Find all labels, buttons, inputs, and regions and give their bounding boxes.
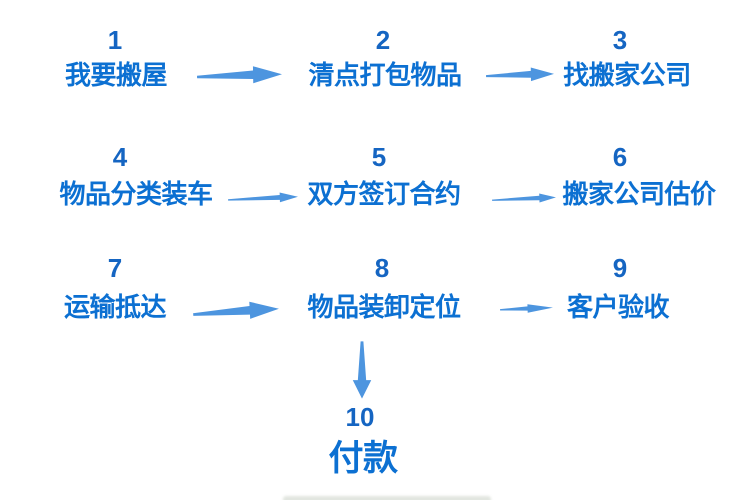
step-5-number: 5 [371,142,387,172]
step-9-label: 客户验收 [566,292,670,322]
arrow-right-icon [193,301,279,319]
step-2-number: 2 [375,25,391,55]
step-4-number: 4 [112,142,128,172]
step-5-label: 双方签订合约 [307,179,461,209]
arrow-right-icon [500,304,553,313]
step-9-number: 9 [612,253,628,283]
step-8-label: 物品装卸定位 [307,292,461,322]
arrow-right-icon [197,66,282,84]
step-6-label: 搬家公司估价 [562,179,716,209]
step-7-number: 7 [107,253,123,283]
step-2-label: 清点打包物品 [308,60,462,90]
arrow-down-icon [352,341,372,399]
arrow-right-icon [486,67,554,82]
arrow-right-icon [492,193,556,203]
step-8-number: 8 [374,253,390,283]
step-4-label: 物品分类装车 [59,179,213,209]
arrow-right-icon [228,192,298,203]
bottom-cutoff-element [283,496,491,500]
step-10-number: 10 [345,402,375,432]
step-1-label: 我要搬屋 [64,60,168,90]
step-7-label: 运输抵达 [63,292,167,322]
step-6-number: 6 [612,142,628,172]
step-3-label: 找搬家公司 [563,60,691,90]
step-1-number: 1 [107,25,123,55]
step-10-label: 付款 [328,439,398,478]
step-3-number: 3 [612,25,628,55]
